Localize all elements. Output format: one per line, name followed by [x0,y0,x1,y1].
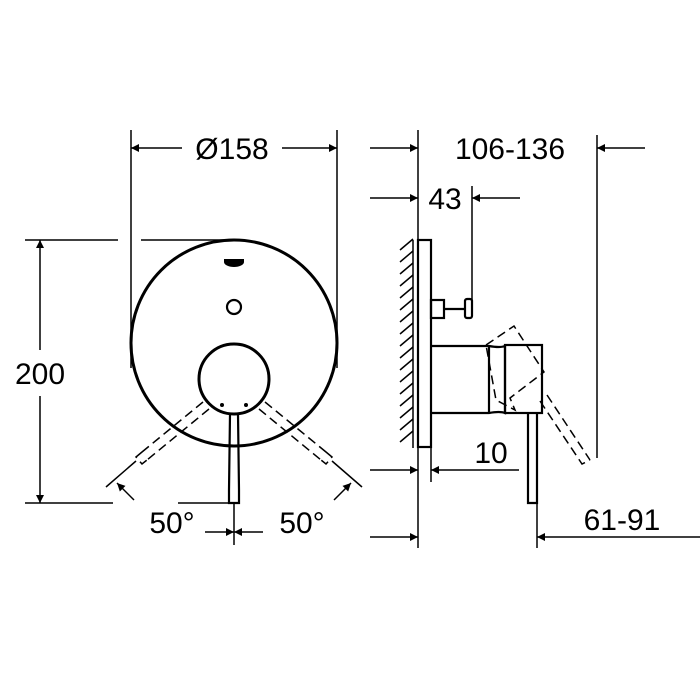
wall-hatching [399,238,414,448]
hatch-line [399,238,414,251]
hatch-line [399,334,414,347]
hatch-line [399,406,414,419]
hatch-line [399,262,414,275]
lever-side [526,413,539,505]
side-view: 106-136 43 10 61-91 [370,130,700,548]
diverter-knob [463,297,474,320]
diverter-button [225,298,243,316]
angle-left-label: 50° [149,507,194,540]
front-view: Ø158 200 50° 50° [15,130,363,545]
lever-rotated-right [258,401,334,466]
hatch-line [399,274,414,287]
offset-label: 10 [474,437,507,470]
hatch-line [399,358,414,371]
angle-right-label: 50° [279,507,324,540]
handle-rosette [197,342,271,416]
lever-rotated-side [539,394,591,465]
cover-plate [129,238,339,448]
hatch-line [399,250,414,263]
hatch-line [399,322,414,335]
hatch-line [399,346,414,359]
diameter-label: Ø158 [195,133,268,166]
hatch-line [399,394,414,407]
hatch-line [399,430,414,443]
handle-body [431,344,507,415]
hatch-line [399,418,414,431]
marker-dot [220,403,224,407]
logo-slot-icon [224,259,244,267]
angle-arrow-left [116,482,135,501]
handle-head [503,343,544,415]
height-label: 200 [15,358,65,391]
lever-handle [227,413,241,505]
projection-label: 106-136 [455,133,565,166]
hatch-line [399,382,414,395]
hatch-line [399,370,414,383]
diverter-stem [429,298,446,320]
angle-arrow-right [333,482,352,501]
marker-dot [244,403,248,407]
cover-plate-side [416,238,433,449]
angle-extension-left [105,460,137,488]
lever-label: 61-91 [584,504,661,537]
hatch-line [399,298,414,311]
hatch-line [399,286,414,299]
angle-extension-right [331,460,363,488]
stem-label: 43 [428,183,461,216]
handle-head-rotated [485,324,546,412]
lever-rotated-left [134,401,210,466]
hatch-line [399,310,414,323]
